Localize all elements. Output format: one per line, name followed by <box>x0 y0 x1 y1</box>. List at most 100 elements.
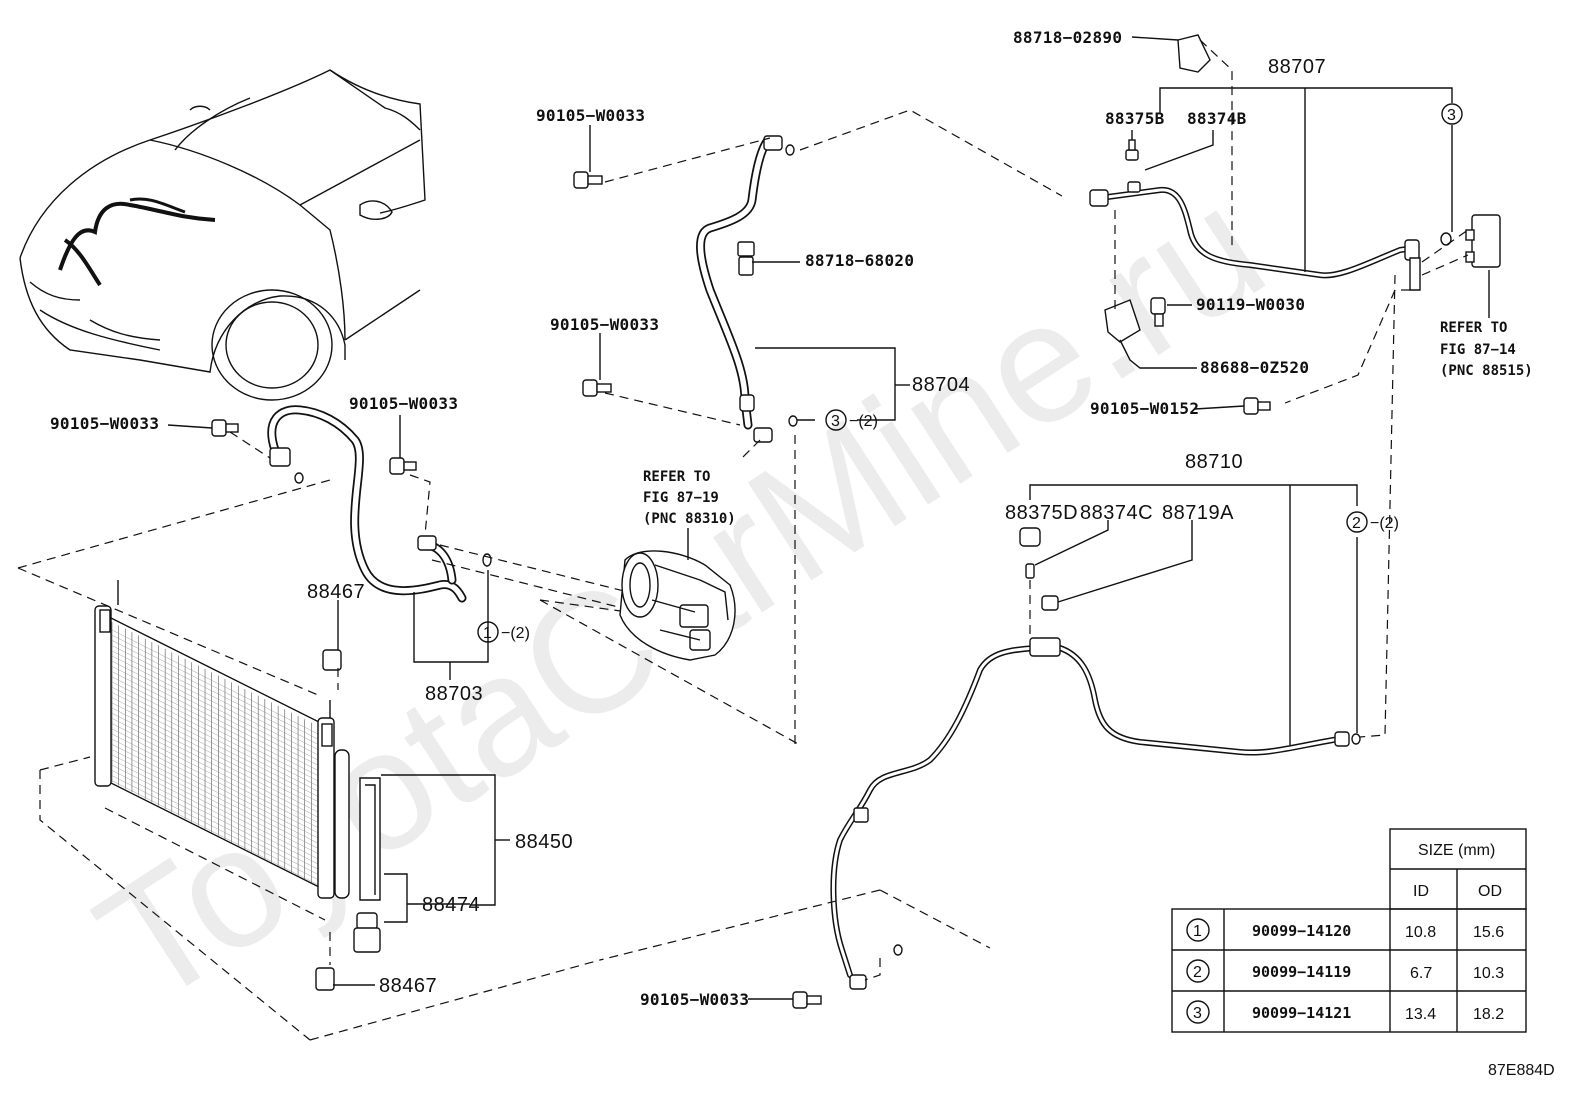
label-88707: 88707 <box>1268 56 1326 78</box>
label-88718-02890: 88718−02890 <box>1013 28 1122 47</box>
cooler-tube-upper <box>1089 34 1501 369</box>
fin-line <box>111 723 319 828</box>
ref-87-14-line3: (PNC 88515) <box>1440 363 1533 379</box>
liquid-tube <box>830 527 1361 990</box>
reference-fig-87-19: REFER TO FIG 87−19 (PNC 88310) <box>643 469 736 527</box>
fin-line <box>111 754 319 859</box>
fin-line <box>111 655 319 761</box>
fin-line <box>111 759 319 865</box>
size-row-od: 15.6 <box>1473 924 1504 941</box>
label-90105-w0152: 90105−W0152 <box>1090 399 1199 418</box>
vehicle-illustration <box>19 69 426 401</box>
ref-87-14-line1: REFER TO <box>1440 320 1507 336</box>
suction-hose <box>696 135 798 443</box>
size-row-part: 90099−14121 <box>1252 1004 1351 1022</box>
part-labels: 88718−02890 88707 88375B 88374B 90105−W0… <box>50 28 1326 1009</box>
fin-line <box>111 661 319 766</box>
suction-hose-dashes <box>604 109 1063 745</box>
fin-line <box>111 671 319 776</box>
fin-line <box>111 687 319 792</box>
fin-line <box>111 739 319 844</box>
size-row-key: 3 <box>1193 1005 1202 1022</box>
size-row-od: 10.3 <box>1473 965 1504 982</box>
fin-line <box>111 728 319 833</box>
label-88374c: 88374C <box>1080 502 1153 524</box>
label-90105-w0033-hose: 90105−W0033 <box>349 394 458 413</box>
callout-1-qty: −(2) <box>501 625 530 642</box>
bolt-icon <box>792 991 822 1009</box>
size-table-row: 1 90099−14120 10.8 15.6 <box>1186 918 1504 942</box>
callout-2: 2 <box>1352 515 1361 532</box>
label-88467-top: 88467 <box>307 581 365 603</box>
fin-line <box>111 713 319 818</box>
label-88710: 88710 <box>1185 451 1243 473</box>
label-88450: 88450 <box>515 831 573 853</box>
label-88704: 88704 <box>912 374 970 396</box>
lower-tube-dashes <box>599 580 1031 981</box>
size-table-row: 3 90099−14121 13.4 18.2 <box>1186 1000 1504 1024</box>
leader-lines <box>167 36 1490 1000</box>
bolt-icon <box>573 171 603 189</box>
size-table: SIZE (mm) ID OD 1 90099−14120 10.8 15.6 … <box>1171 828 1527 1033</box>
fin-line <box>111 749 319 854</box>
label-88375d: 88375D <box>1005 502 1078 524</box>
callout-2-qty: −(2) <box>1370 515 1399 532</box>
size-row-part: 90099−14120 <box>1252 922 1351 940</box>
condenser-fins <box>111 622 319 886</box>
fin-line <box>111 666 319 771</box>
size-table-row: 2 90099−14119 6.7 10.3 <box>1186 959 1504 983</box>
label-88375b: 88375B <box>1105 109 1165 128</box>
bolt-icon <box>389 457 417 475</box>
label-88703: 88703 <box>425 683 483 705</box>
fin-line <box>111 702 319 807</box>
ref-87-19-line1: REFER TO <box>643 469 710 485</box>
label-90105-w0033-left: 90105−W0033 <box>50 414 159 433</box>
label-90119-w0030: 90119−W0030 <box>1196 295 1305 314</box>
reference-fig-87-14: REFER TO FIG 87−14 (PNC 88515) <box>1440 320 1533 379</box>
fin-line <box>111 629 319 735</box>
fin-line <box>111 640 319 745</box>
callout-3-qty: −(2) <box>849 413 878 430</box>
callout-3-top: 3 <box>1447 107 1456 124</box>
discharge-hose <box>267 405 492 603</box>
fin-line <box>111 718 319 823</box>
fin-line <box>111 775 319 880</box>
fin-line <box>111 744 319 849</box>
fin-line <box>111 692 319 797</box>
gasket-callouts: 3 3 −(2) 1 −(2) 2 −(2) <box>477 103 1463 643</box>
label-90105-w0033-top: 90105−W0033 <box>536 106 645 125</box>
size-row-od: 18.2 <box>1473 1006 1504 1023</box>
callout-3-mid: 3 <box>831 413 840 430</box>
size-row-id: 13.4 <box>1405 1006 1436 1023</box>
size-table-col-od: OD <box>1478 883 1502 900</box>
size-table-header: SIZE (mm) <box>1418 842 1495 859</box>
fin-line <box>111 635 319 740</box>
bolt-icon <box>211 419 239 437</box>
label-88474: 88474 <box>422 894 480 916</box>
diagram-id: 87E884D <box>1488 1062 1555 1079</box>
size-row-id: 6.7 <box>1410 965 1432 982</box>
fin-line <box>111 676 319 781</box>
ref-87-19-line2: FIG 87−19 <box>643 490 719 506</box>
label-88718-68020: 88718−68020 <box>805 251 914 270</box>
label-88467-bottom: 88467 <box>379 975 437 997</box>
ref-87-14-line2: FIG 87−14 <box>1440 342 1516 358</box>
size-row-part: 90099−14119 <box>1252 963 1351 981</box>
size-row-key: 2 <box>1193 964 1202 981</box>
label-88688-0z520: 88688−0Z520 <box>1200 358 1309 377</box>
upper-tube-dashes <box>1114 39 1469 738</box>
size-table-col-id: ID <box>1413 883 1429 900</box>
label-90105-w0033-mid: 90105−W0033 <box>550 315 659 334</box>
fin-line <box>111 770 319 875</box>
ref-87-19-line3: (PNC 88310) <box>643 511 736 527</box>
size-row-id: 10.8 <box>1405 924 1436 941</box>
bolt-icon <box>1243 397 1271 415</box>
fin-line <box>111 780 319 885</box>
fin-line <box>111 681 319 787</box>
compressor <box>619 550 736 661</box>
fin-line <box>111 650 319 755</box>
fin-line <box>111 765 319 870</box>
bolt-icon <box>1150 297 1166 327</box>
label-90105-w0033-bottom: 90105−W0033 <box>640 990 749 1009</box>
